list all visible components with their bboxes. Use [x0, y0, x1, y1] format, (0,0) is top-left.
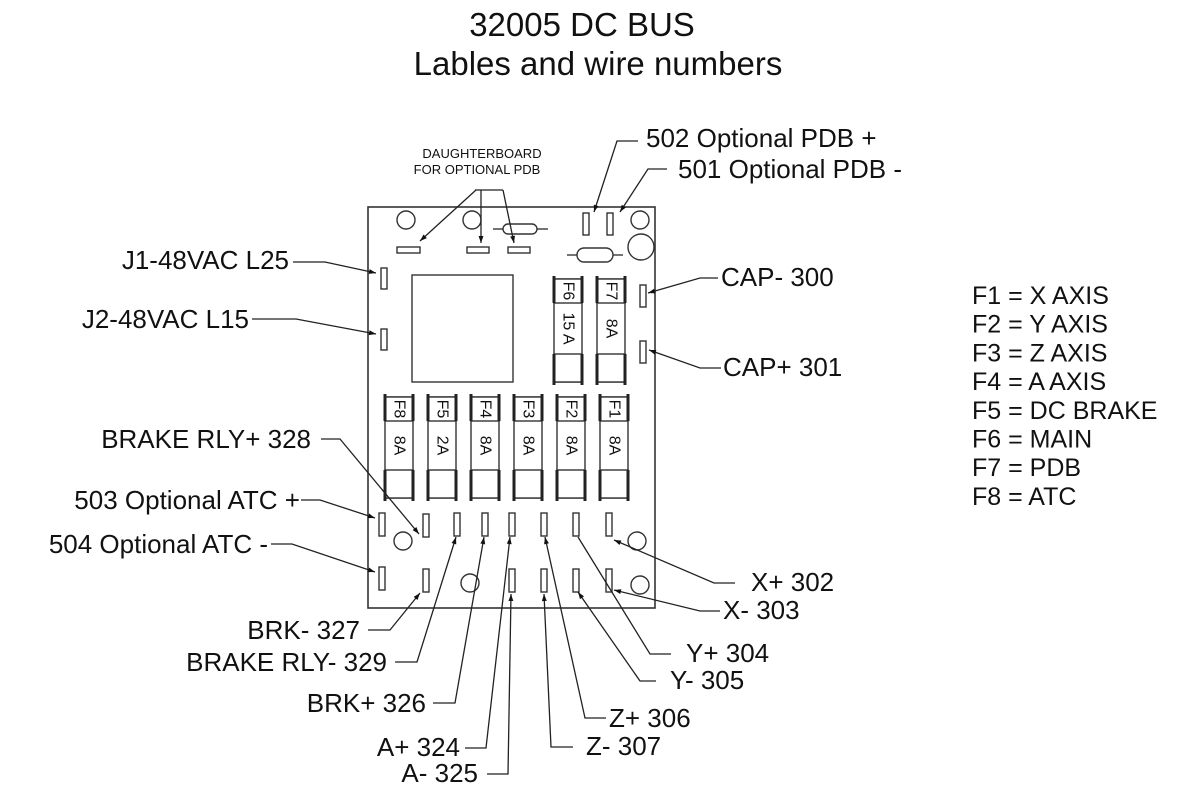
daughterboard-leader — [419, 189, 515, 244]
pin-307 — [540, 568, 548, 593]
pin-cap-minus — [639, 284, 647, 308]
callout-504-atc-minus: 504 Optional ATC - — [49, 529, 268, 559]
legend-item: F1 = X AXIS — [972, 282, 1109, 310]
relay-block — [411, 274, 514, 383]
callout-cap-minus: CAP- 300 — [721, 262, 834, 292]
fuse-f7: F7 8A — [595, 276, 627, 385]
fuse-id: F2 — [563, 400, 580, 419]
legend-item: F5 = DC BRAKE — [972, 397, 1157, 425]
mounting-hole — [393, 531, 413, 551]
mounting-hole — [460, 573, 480, 593]
daughterboard-pin — [466, 246, 490, 254]
callout-j1: J1-48VAC L25 — [122, 245, 289, 275]
callout-x-plus: X+ 302 — [751, 567, 834, 597]
fuse-f4: F4 8A — [469, 394, 501, 501]
pin-302 — [605, 512, 613, 537]
fuse-rating: 8A — [477, 436, 494, 456]
fuse-f6: F6 15 A — [552, 276, 584, 385]
pin-305 — [572, 568, 580, 593]
pin-503 — [378, 512, 386, 537]
mounting-hole — [462, 210, 482, 230]
legend-item: F2 = Y AXIS — [972, 311, 1108, 339]
callout-z-plus: Z+ 306 — [609, 703, 691, 733]
mounting-hole — [396, 210, 416, 230]
callout-y-minus: Y- 305 — [670, 665, 744, 695]
pin-j2 — [380, 328, 388, 351]
fuse-id: F8 — [391, 400, 408, 419]
daughterboard-label-2: FOR OPTIONAL PDB — [414, 162, 541, 177]
fuse-id: F1 — [606, 400, 623, 419]
callout-y-plus: Y+ 304 — [686, 638, 769, 668]
callout-502-pdb-plus: 502 Optional PDB + — [646, 123, 877, 153]
pin-327 — [422, 568, 430, 593]
fuse-group-bottom: F8 8A F5 2A F4 8A F3 8A F2 8A F1 8A — [383, 394, 630, 501]
pin-306 — [540, 512, 548, 537]
callout-brake-rly-plus: BRAKE RLY+ 328 — [101, 424, 311, 454]
callout-503-atc-plus: 503 Optional ATC + — [74, 485, 300, 515]
daughterboard-pin — [507, 246, 531, 254]
fuse-rating: 8A — [606, 436, 623, 456]
fuse-id: F3 — [520, 400, 537, 419]
callout-cap-plus: CAP+ 301 — [723, 352, 842, 382]
pin-304 — [572, 512, 580, 537]
pin-j1 — [380, 267, 388, 290]
legend-item: F8 = ATC — [972, 483, 1076, 511]
fuse-rating: 8A — [563, 436, 580, 456]
fuse-id: F5 — [434, 400, 451, 419]
fuse-id: F6 — [560, 282, 577, 301]
fuse-group-top: F6 15 A F7 8A — [552, 276, 627, 385]
fuse-rating: 8A — [391, 436, 408, 456]
pin-324 — [481, 512, 489, 537]
callout-a-minus: A- 325 — [401, 758, 478, 788]
legend-item: F4 = A AXIS — [972, 368, 1106, 396]
callout-501-pdb-minus: 501 Optional PDB - — [678, 154, 902, 184]
pin-cap-plus — [639, 340, 647, 364]
capacitor-component — [567, 247, 623, 263]
fuse-f1: F1 8A — [598, 394, 630, 501]
pin-501 — [606, 212, 614, 236]
fuse-id: F4 — [477, 400, 494, 419]
daughterboard-pin — [396, 246, 421, 254]
pin-325-upper — [508, 512, 516, 537]
mounting-hole — [630, 210, 650, 230]
legend-item: F3 = Z AXIS — [972, 339, 1107, 367]
fuse-f5: F5 2A — [426, 394, 458, 501]
fuse-rating: 2A — [434, 436, 451, 456]
pin-326 — [453, 512, 461, 537]
legend-item: F6 = MAIN — [972, 426, 1092, 454]
fuse-id: F7 — [603, 282, 620, 301]
callout-brake-rly-minus: BRAKE RLY- 329 — [186, 647, 387, 677]
fuse-rating: 8A — [603, 319, 620, 339]
pin-328 — [422, 513, 430, 538]
callout-x-minus: X- 303 — [723, 595, 800, 625]
pin-325 — [508, 568, 516, 593]
callout-brk-minus: BRK- 327 — [247, 615, 360, 645]
callout-brk-plus: BRK+ 326 — [307, 688, 426, 718]
fuse-f2: F2 8A — [555, 394, 587, 501]
fuse-f8: F8 8A — [383, 394, 415, 501]
fuse-rating: 8A — [520, 436, 537, 456]
fuse-rating: 15 A — [560, 312, 577, 344]
callout-leaders — [252, 140, 735, 775]
mounting-hole — [627, 233, 655, 261]
pin-502 — [582, 212, 590, 236]
callout-z-minus: Z- 307 — [586, 731, 661, 761]
title-line-2: Lables and wire numbers — [414, 45, 783, 82]
mounting-hole — [630, 575, 650, 595]
callout-j2: J2-48VAC L15 — [82, 304, 249, 334]
callout-a-plus: A+ 324 — [377, 732, 460, 762]
title-line-1: 32005 DC BUS — [469, 6, 695, 43]
legend-item: F7 = PDB — [972, 454, 1081, 482]
daughterboard-label-1: DAUGHTERBOARD — [422, 146, 541, 161]
fuse-f3: F3 8A — [512, 394, 544, 501]
pin-303 — [605, 568, 613, 593]
pin-504 — [378, 566, 386, 591]
